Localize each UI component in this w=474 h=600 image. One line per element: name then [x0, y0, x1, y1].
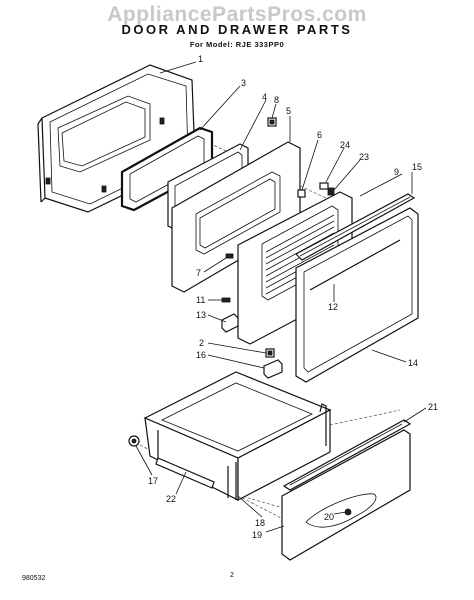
- part-clip: [267, 117, 277, 127]
- callout-3: 3: [241, 78, 246, 88]
- callout-23: 23: [359, 152, 369, 162]
- callout-18: 18: [255, 518, 265, 528]
- callout-16: 16: [196, 350, 206, 360]
- callout-4: 4: [262, 92, 267, 102]
- callout-8: 8: [274, 95, 279, 105]
- callout-labels: 1 3 4 8 5 6 24 23 9 15 7 12 11 13 2 16 1…: [148, 54, 438, 540]
- part-small-block-7: [225, 253, 233, 259]
- callout-2: 2: [199, 338, 204, 348]
- callout-1: 1: [198, 54, 203, 64]
- callout-15: 15: [412, 162, 422, 172]
- diagram-title: DOOR AND DRAWER PARTS: [121, 22, 353, 37]
- part-drawer-front-rail: [282, 419, 412, 491]
- callout-6: 6: [317, 130, 322, 140]
- part-outer-frame: [295, 207, 419, 383]
- callout-5: 5: [286, 106, 291, 116]
- part-drawer-body: [143, 371, 332, 501]
- callout-22: 22: [166, 494, 176, 504]
- leader-lines: [135, 61, 427, 533]
- callout-17: 17: [148, 476, 158, 486]
- callout-11: 11: [196, 295, 205, 305]
- part-top-trim: [295, 193, 416, 261]
- callout-19: 19: [252, 530, 262, 540]
- part-clips-11-13: [221, 297, 239, 333]
- callout-14: 14: [408, 358, 418, 368]
- callout-24: 24: [340, 140, 350, 150]
- part-drawer-front: [281, 429, 411, 561]
- callout-12: 12: [328, 302, 338, 312]
- model-line: For Model: RJE 333PP0: [189, 40, 285, 49]
- callout-7: 7: [196, 268, 201, 278]
- part-hinge-hardware: [297, 182, 335, 198]
- diagram-code: 980532: [22, 575, 46, 582]
- callout-9: 9: [394, 167, 399, 177]
- watermark: AppliancePartsPros.com: [107, 3, 367, 26]
- callout-13: 13: [196, 310, 206, 320]
- part-hardware-2-16: [263, 348, 283, 379]
- callout-20: 20: [324, 512, 334, 522]
- callout-21: 21: [428, 402, 438, 412]
- page-number: 2: [230, 572, 234, 579]
- part-roller: [128, 435, 140, 447]
- part-bottom-rail: [155, 457, 215, 489]
